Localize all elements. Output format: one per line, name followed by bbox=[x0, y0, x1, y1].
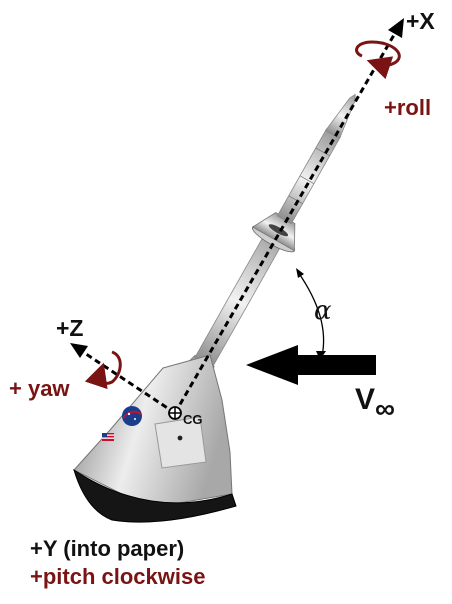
nasa-logo-icon bbox=[122, 406, 142, 426]
alpha-label: α bbox=[314, 296, 332, 326]
alpha-angle-arc bbox=[297, 271, 325, 357]
yaw-arrow bbox=[84, 350, 122, 390]
center-of-gravity-icon bbox=[168, 406, 182, 420]
z-axis-arrowhead bbox=[70, 343, 88, 358]
x-axis-line bbox=[173, 27, 400, 414]
freestream-velocity-arrow bbox=[246, 345, 376, 385]
pitch-label: +pitch clockwise bbox=[30, 564, 206, 589]
x-axis-label: +X bbox=[406, 8, 435, 34]
v-letter: V bbox=[355, 383, 376, 416]
v-infinity-label: V∞ bbox=[355, 383, 395, 423]
y-axis-label: +Y (into paper) bbox=[30, 536, 185, 561]
roll-label: +roll bbox=[384, 95, 432, 120]
cg-label: CG bbox=[183, 412, 203, 427]
z-axis-label: +Z bbox=[56, 315, 84, 341]
x-axis-arrowhead bbox=[388, 18, 404, 38]
infinity-subscript: ∞ bbox=[375, 393, 395, 424]
z-axis-line bbox=[79, 348, 176, 415]
yaw-label: + yaw bbox=[9, 376, 70, 401]
roll-arrow bbox=[355, 40, 401, 80]
crew-capsule bbox=[73, 354, 237, 523]
us-flag-icon bbox=[102, 433, 114, 441]
